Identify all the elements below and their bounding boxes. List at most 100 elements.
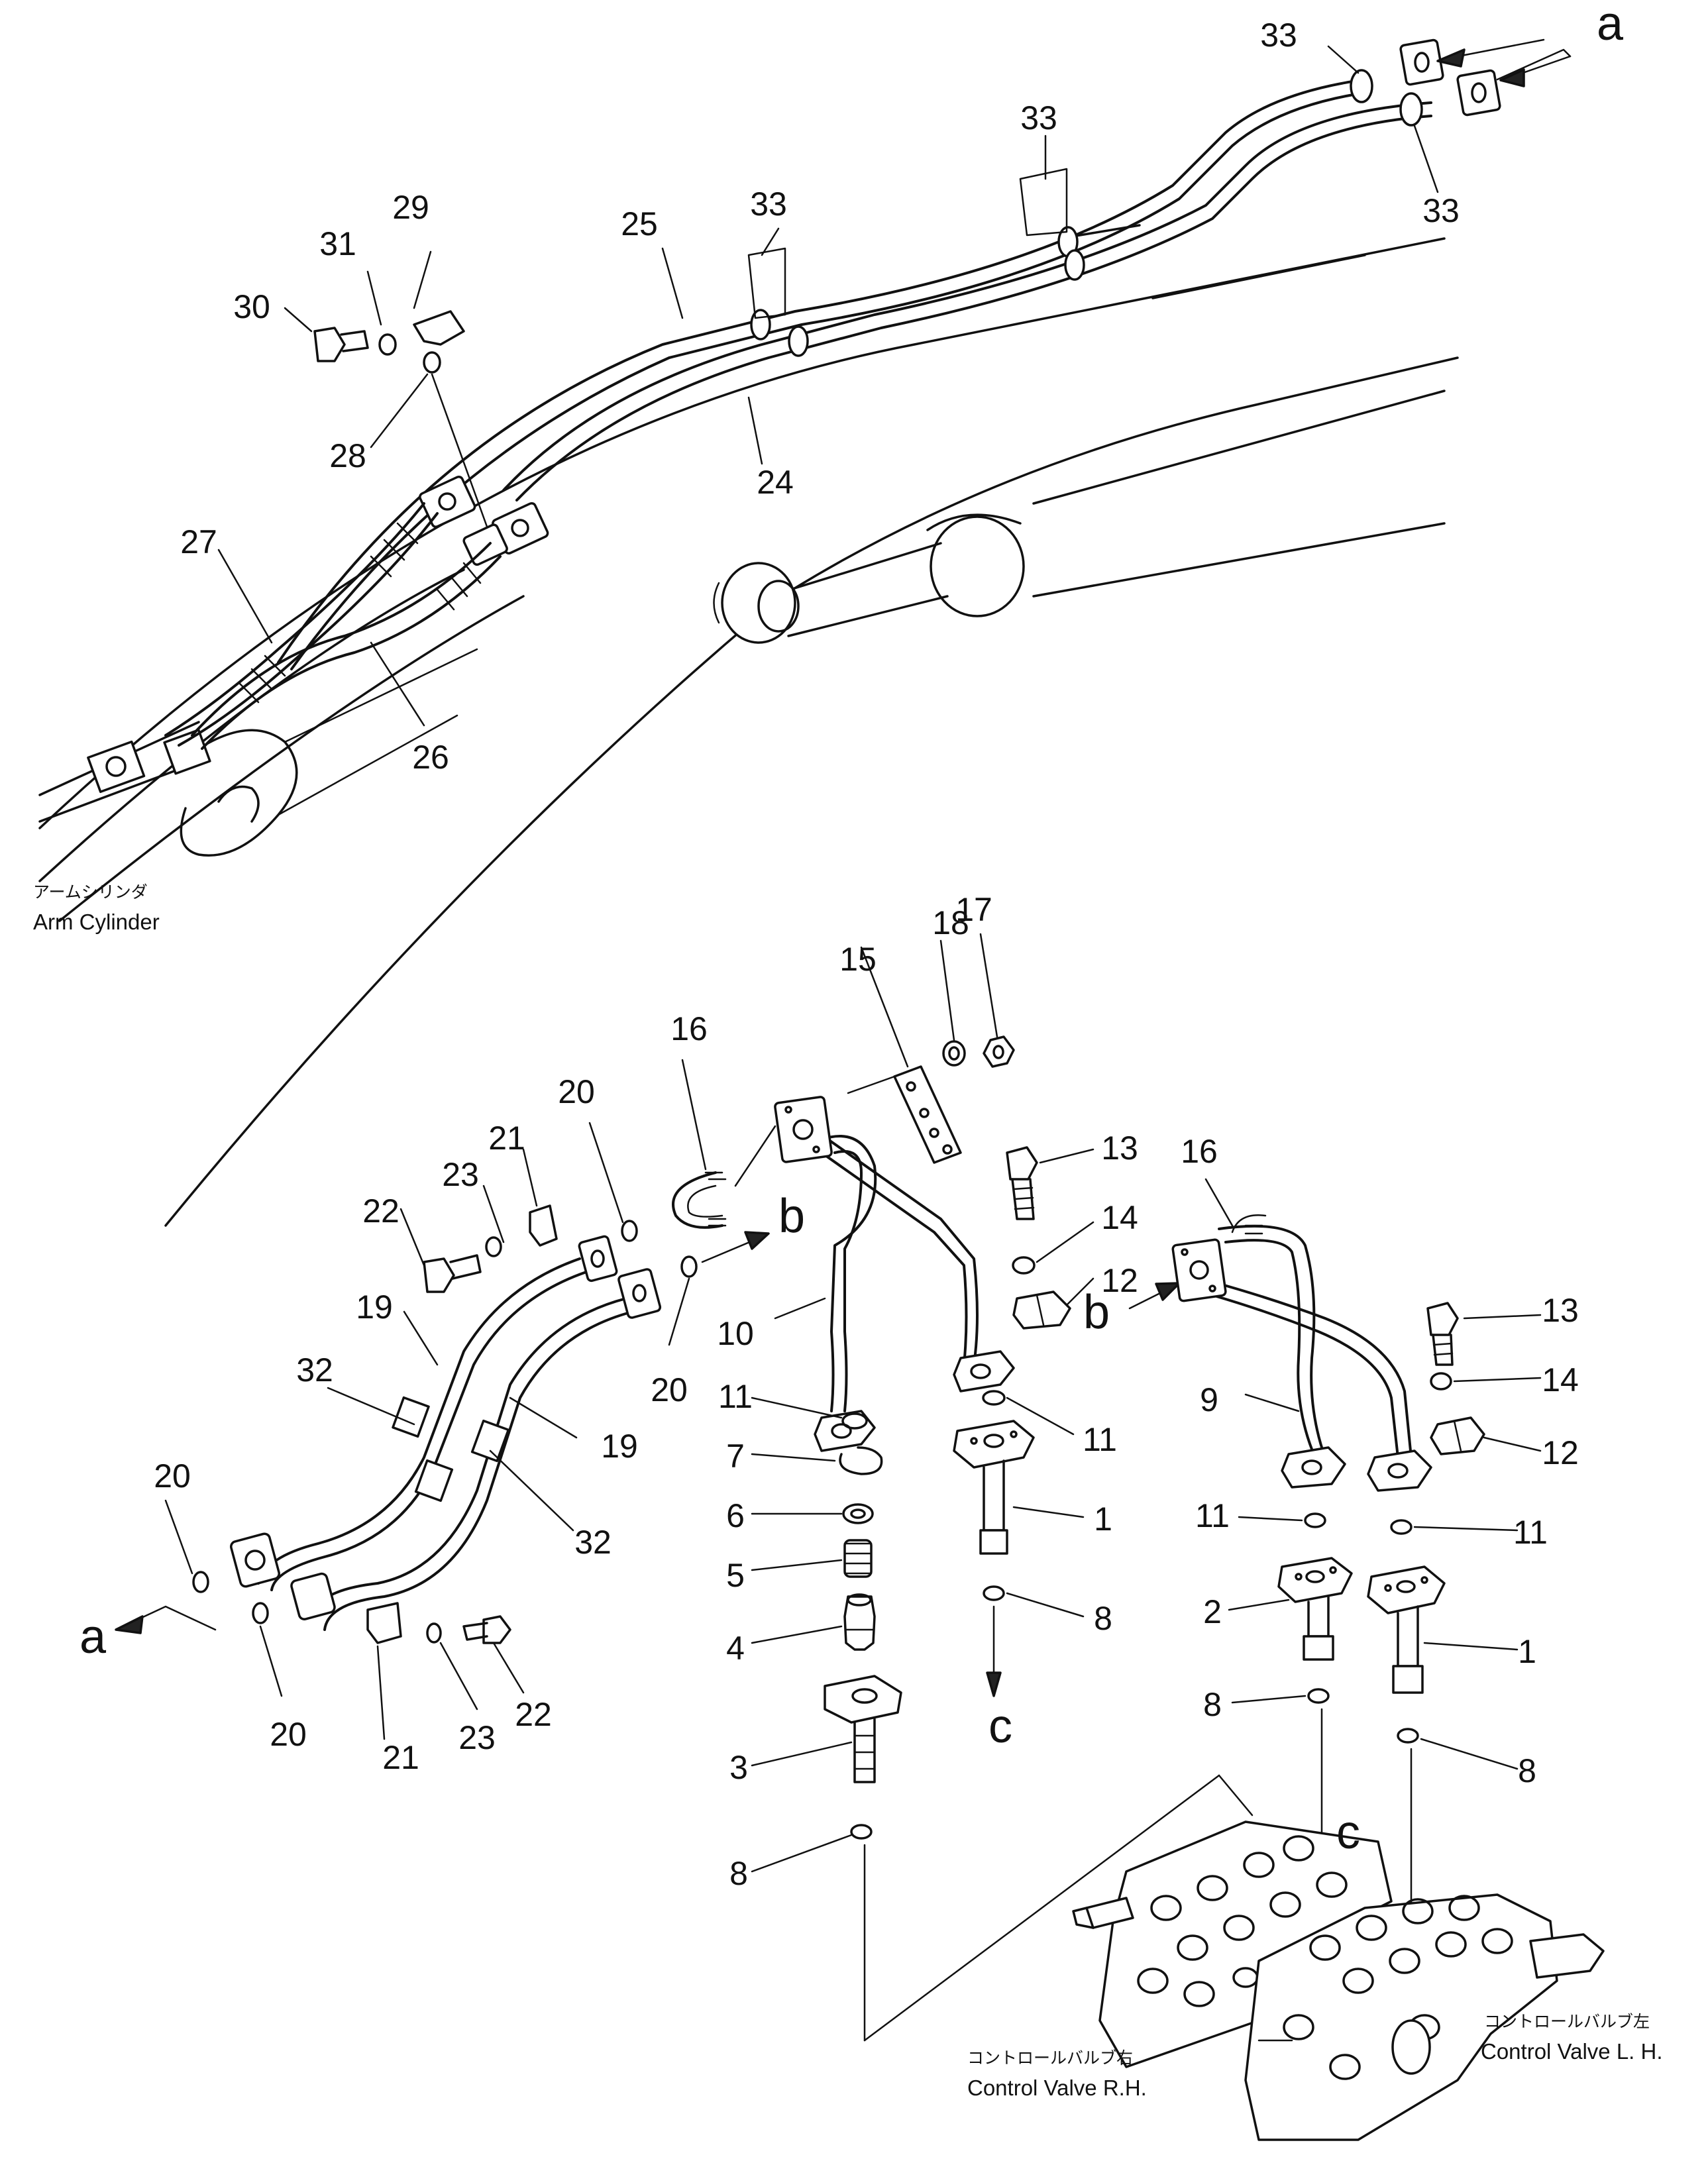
- label-19-upper: 19: [356, 1289, 393, 1326]
- tube-10-flange-left: [814, 1410, 876, 1452]
- arrow-b-lower: [1128, 1282, 1181, 1310]
- leader-lines-stack-center: [1006, 1396, 1085, 1618]
- label-21-top: 21: [488, 1120, 525, 1157]
- u-bolt-16-left: [672, 1171, 727, 1229]
- flange-half-21-upper: [529, 1204, 558, 1247]
- tube-9-flange-left: [1281, 1446, 1346, 1489]
- tube-10-flange-top: [774, 1096, 833, 1163]
- u-bolt-16-right: [1231, 1214, 1267, 1235]
- tube-10-flange-right: [953, 1350, 1015, 1393]
- o-ring-11-c: [1304, 1512, 1326, 1528]
- flange-connector-1-center: [953, 1420, 1035, 1555]
- label-14-right: 14: [1542, 1361, 1579, 1398]
- hose-flanges-a-end: [230, 1532, 336, 1620]
- letter-b-lower: b: [1083, 1286, 1110, 1339]
- label-1-right: 1: [1518, 1633, 1536, 1670]
- caption-control-valve-rh-jp: コントロールバルブ右: [967, 2048, 1133, 2068]
- label-13-right: 13: [1542, 1292, 1579, 1329]
- flange-half-12-center: [1012, 1290, 1071, 1330]
- tube-9-flange-top: [1171, 1238, 1227, 1302]
- label-23-top: 23: [442, 1156, 479, 1193]
- o-ring-8-c: [1307, 1688, 1330, 1704]
- bolt-22-upper: [423, 1254, 482, 1293]
- flange-connector-2: [1277, 1557, 1353, 1661]
- hose-26: [191, 542, 502, 750]
- o-ring-8-d: [1397, 1728, 1419, 1744]
- label-12-right: 12: [1542, 1434, 1579, 1471]
- caption-control-valve-lh-jp: コントロールバルブ左: [1484, 2012, 1650, 2031]
- label-20-mid: 20: [651, 1371, 688, 1408]
- washer-23-lower: [426, 1622, 442, 1644]
- arrow-b-upper: [701, 1231, 770, 1263]
- label-7: 7: [726, 1438, 745, 1475]
- o-ring-8-a: [850, 1824, 873, 1840]
- label-2: 2: [1203, 1593, 1222, 1630]
- boom-outline: [38, 224, 1459, 1227]
- pipe-flanges-a-end: [1399, 38, 1501, 117]
- plate-15: [893, 1065, 962, 1164]
- tube-9-flange-right: [1367, 1449, 1432, 1492]
- leader-lines-mid-right: [1244, 1314, 1542, 1452]
- caption-arm-cylinder-jp: アームシリンダ: [33, 882, 148, 902]
- washer-23-upper: [485, 1236, 502, 1257]
- hose-clamps-32: [392, 1396, 510, 1502]
- label-19-lower: 19: [601, 1428, 638, 1465]
- washer-14-center: [1012, 1256, 1036, 1275]
- flange-half-21-lower: [366, 1602, 402, 1644]
- label-17: 17: [955, 891, 992, 928]
- letter-a-bottom: a: [80, 1610, 107, 1663]
- label-8-b: 8: [1094, 1600, 1112, 1637]
- label-11-a: 11: [718, 1378, 753, 1415]
- leader-lines-mid-center: [681, 933, 1094, 1320]
- bolt-30: [313, 327, 369, 362]
- caption-arm-cylinder-en: Arm Cylinder: [33, 910, 160, 934]
- bolt-13-center: [1006, 1146, 1038, 1220]
- letter-a-top: a: [1597, 0, 1624, 50]
- label-14-center: 14: [1101, 1199, 1138, 1236]
- leader-lines-mid-left: [164, 1122, 690, 1740]
- spring-5: [843, 1539, 873, 1578]
- label-31: 31: [319, 225, 356, 262]
- o-ring-11-d: [1390, 1519, 1413, 1535]
- label-4: 4: [726, 1630, 745, 1667]
- hose-19-lower: [310, 1297, 634, 1631]
- label-11-c: 11: [1195, 1497, 1230, 1534]
- caption-control-valve-rh-en: Control Valve R.H.: [967, 2076, 1147, 2100]
- label-23-bottom: 23: [458, 1719, 496, 1756]
- letter-c-right: c: [1336, 1806, 1360, 1859]
- bolt-22-lower: [462, 1615, 511, 1644]
- label-26: 26: [412, 739, 449, 776]
- leader-lines-stack-right: [1228, 1516, 1519, 1770]
- o-ring-8-b: [983, 1585, 1005, 1601]
- leader-lines-top: [217, 45, 1439, 727]
- o-ring-28: [423, 351, 441, 374]
- part-number-labels: 33 33 33 33 25 24 29 31 30 28 27 26 16 1…: [154, 17, 1579, 1892]
- arm-cylinder: [38, 648, 478, 857]
- body-3: [824, 1675, 902, 1783]
- label-28: 28: [329, 437, 366, 474]
- tube-9: [1211, 1224, 1413, 1459]
- control-valve-lh: [1244, 1893, 1605, 2141]
- label-33-top-right: 33: [1422, 192, 1460, 229]
- captions: アームシリンダ Arm Cylinder コントロールバルブ右 Control …: [33, 882, 1663, 2100]
- label-21-bottom: 21: [382, 1739, 419, 1776]
- label-10: 10: [717, 1315, 754, 1352]
- label-22-top: 22: [362, 1192, 400, 1230]
- label-29: 29: [392, 189, 429, 226]
- snap-ring-7: [839, 1446, 883, 1475]
- valve-4: [843, 1593, 876, 1651]
- flange-half-29: [413, 310, 465, 346]
- washer-31: [378, 333, 397, 356]
- pipe-24: [502, 101, 1432, 501]
- label-32-right: 32: [574, 1524, 612, 1561]
- label-8-c: 8: [1203, 1686, 1222, 1723]
- label-20-top: 20: [558, 1073, 595, 1110]
- label-8-a: 8: [729, 1855, 748, 1892]
- washer-18: [942, 1040, 966, 1067]
- label-33-mid-right: 33: [1020, 99, 1057, 136]
- label-16-right: 16: [1181, 1133, 1218, 1170]
- label-32-left: 32: [296, 1351, 333, 1389]
- label-3: 3: [729, 1749, 748, 1786]
- arrow-c-left: [986, 1605, 1002, 1697]
